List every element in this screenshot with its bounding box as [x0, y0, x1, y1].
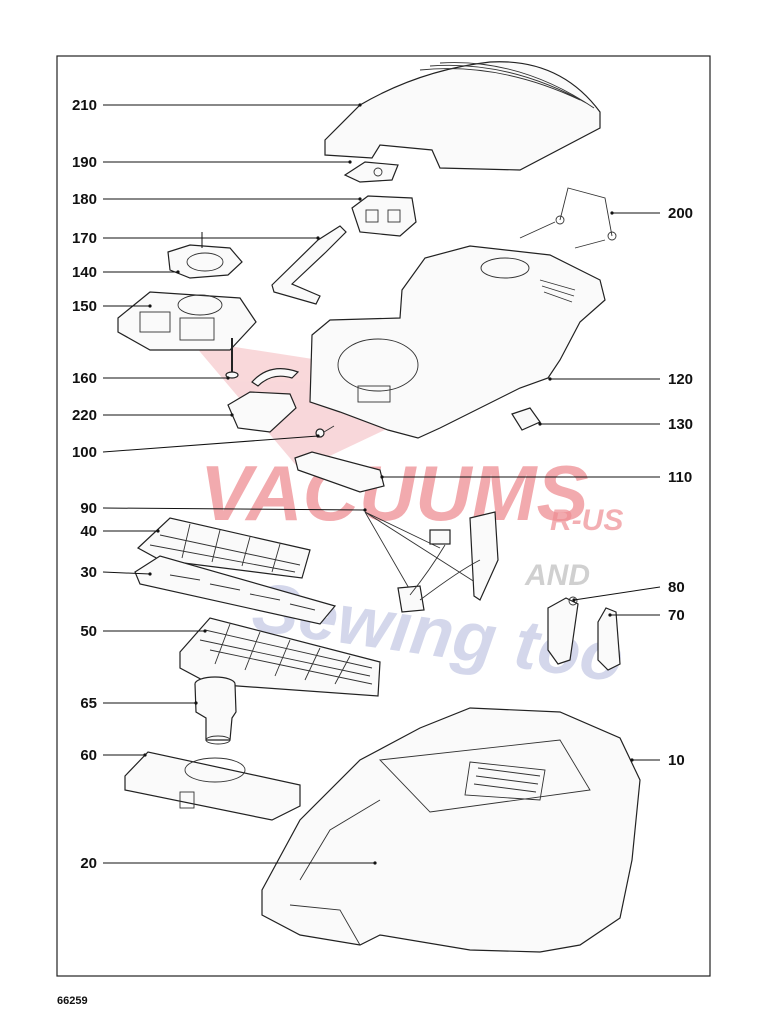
part-label-70: 70 [668, 607, 685, 624]
leader-dot-130 [538, 422, 542, 426]
part-label-65: 65 [80, 695, 97, 712]
leader-dot-110 [380, 475, 384, 479]
part-130-small-cap [511, 407, 541, 431]
part-label-120: 120 [668, 371, 693, 388]
part-160-screw [225, 338, 239, 379]
part-170-lever [271, 225, 347, 305]
part-150-filter-holder [117, 291, 257, 351]
leader-90 [102, 507, 366, 511]
part-label-190: 190 [72, 154, 97, 171]
leader-dot-210 [358, 103, 362, 107]
part-label-110: 110 [668, 469, 692, 486]
part-label-100: 100 [72, 444, 97, 461]
part-180-switch [351, 195, 417, 237]
part-10-base-housing [261, 707, 641, 953]
part-label-90: 90 [80, 500, 97, 517]
leader-dot-40 [156, 529, 160, 533]
part-label-180: 180 [72, 191, 97, 208]
leader-80 [573, 586, 661, 601]
leader-dot-30 [148, 572, 152, 576]
part-200-springs [519, 187, 617, 249]
watermark-vacuums: VACUUMS [200, 449, 589, 537]
part-190-catch [343, 161, 399, 183]
leader-dot-90 [363, 508, 367, 512]
part-label-140: 140 [72, 264, 97, 281]
leader-dot-60 [143, 753, 147, 757]
part-label-80: 80 [668, 579, 685, 596]
leader-dot-120 [548, 377, 552, 381]
leader-dot-50 [203, 629, 207, 633]
leader-dot-65 [194, 701, 198, 705]
leader-dot-170 [316, 236, 320, 240]
leader-dot-10 [630, 758, 634, 762]
drawing-id: 66259 [57, 995, 88, 1007]
part-210-top-cover [324, 61, 601, 171]
part-labels: 210 190 180 170 140 150 160 220 100 90 40 30 50 65 60 2… [72, 97, 693, 872]
part-label-30: 30 [80, 564, 97, 581]
part-label-150: 150 [72, 298, 97, 315]
leader-dot-80 [572, 598, 576, 602]
part-120-upper-housing [309, 245, 606, 439]
part-label-60: 60 [80, 747, 97, 764]
part-label-170: 170 [72, 230, 97, 247]
watermark-rus: R-US [550, 504, 623, 537]
part-label-160: 160 [72, 370, 97, 387]
part-label-220: 220 [72, 407, 97, 424]
part-60-filter-cover [124, 751, 301, 821]
part-30-filter-sheet [134, 555, 337, 625]
part-label-20: 20 [80, 855, 97, 872]
part-90-cable-set [364, 511, 499, 613]
part-label-210: 210 [72, 97, 97, 114]
leader-dot-220 [230, 413, 234, 417]
part-140-seal-ring [167, 232, 243, 279]
leader-dot-180 [358, 197, 362, 201]
leader-dot-70 [608, 613, 612, 617]
drawing-frame [56, 55, 711, 977]
leader-dot-200 [610, 211, 614, 215]
part-label-50: 50 [80, 623, 97, 640]
part-70-clip [597, 607, 621, 671]
leader-dot-140 [176, 270, 180, 274]
part-label-40: 40 [80, 523, 97, 540]
leader-100 [102, 435, 319, 453]
part-label-130: 130 [668, 416, 693, 433]
part-220-flap [227, 368, 300, 433]
leader-dot-150 [148, 304, 152, 308]
leader-dot-100 [316, 434, 320, 438]
part-label-10: 10 [668, 752, 685, 769]
part-80-wheel-bracket [547, 596, 579, 665]
leader-dot-20 [373, 861, 377, 865]
part-110-handle-trim [294, 451, 385, 493]
watermark-and: AND [524, 559, 590, 592]
leader-dot-190 [348, 160, 352, 164]
part-label-200: 200 [668, 205, 693, 222]
part-65-hose-connector [194, 676, 237, 745]
leader-dot-160 [226, 376, 230, 380]
leader-30 [102, 571, 151, 575]
part-50-hepa-filter [179, 617, 381, 697]
